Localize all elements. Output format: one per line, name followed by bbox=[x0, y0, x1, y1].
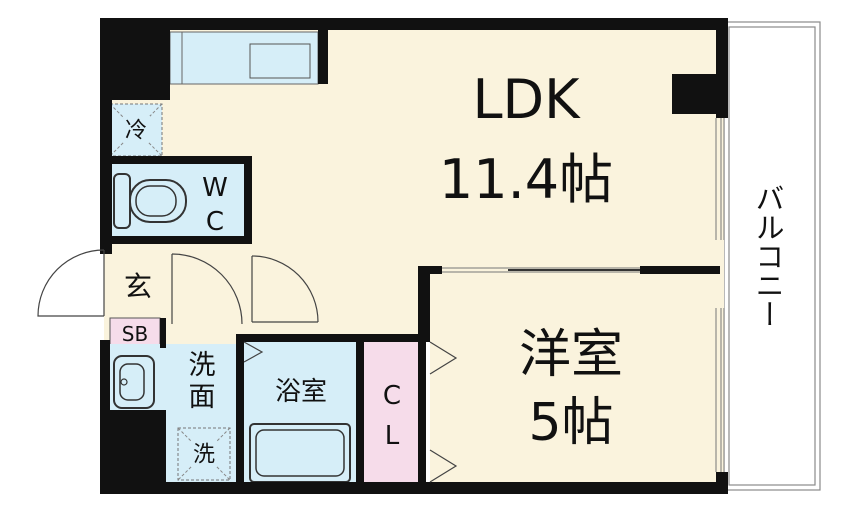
entrance-door-swing bbox=[37, 249, 105, 317]
western-room-label: 洋室 bbox=[519, 325, 623, 385]
toilet-label-1: W bbox=[202, 173, 228, 203]
balcony-area bbox=[723, 21, 821, 491]
washer-label: 洗 bbox=[193, 443, 215, 468]
closet bbox=[364, 340, 418, 486]
western-room-floor bbox=[430, 270, 724, 490]
closet-label-2: L bbox=[385, 421, 400, 451]
balcony-label: バルコニー bbox=[751, 184, 785, 329]
ldk-size: 11.4帖 bbox=[439, 148, 613, 211]
fridge-label: 冷 bbox=[125, 119, 147, 144]
washroom-label-1: 洗 bbox=[189, 350, 216, 381]
entrance-label: 玄 bbox=[124, 270, 152, 303]
washroom-label-2: 面 bbox=[189, 382, 216, 413]
ldk-label: LDK bbox=[472, 68, 581, 131]
toilet-label-2: C bbox=[206, 207, 224, 237]
western-room-size: 5帖 bbox=[528, 393, 613, 453]
sink bbox=[249, 43, 311, 79]
walls bbox=[100, 18, 728, 494]
bathroom-label: 浴室 bbox=[275, 377, 327, 407]
shoe-box-label: SB bbox=[122, 322, 148, 346]
closet-label-1: C bbox=[383, 381, 401, 411]
